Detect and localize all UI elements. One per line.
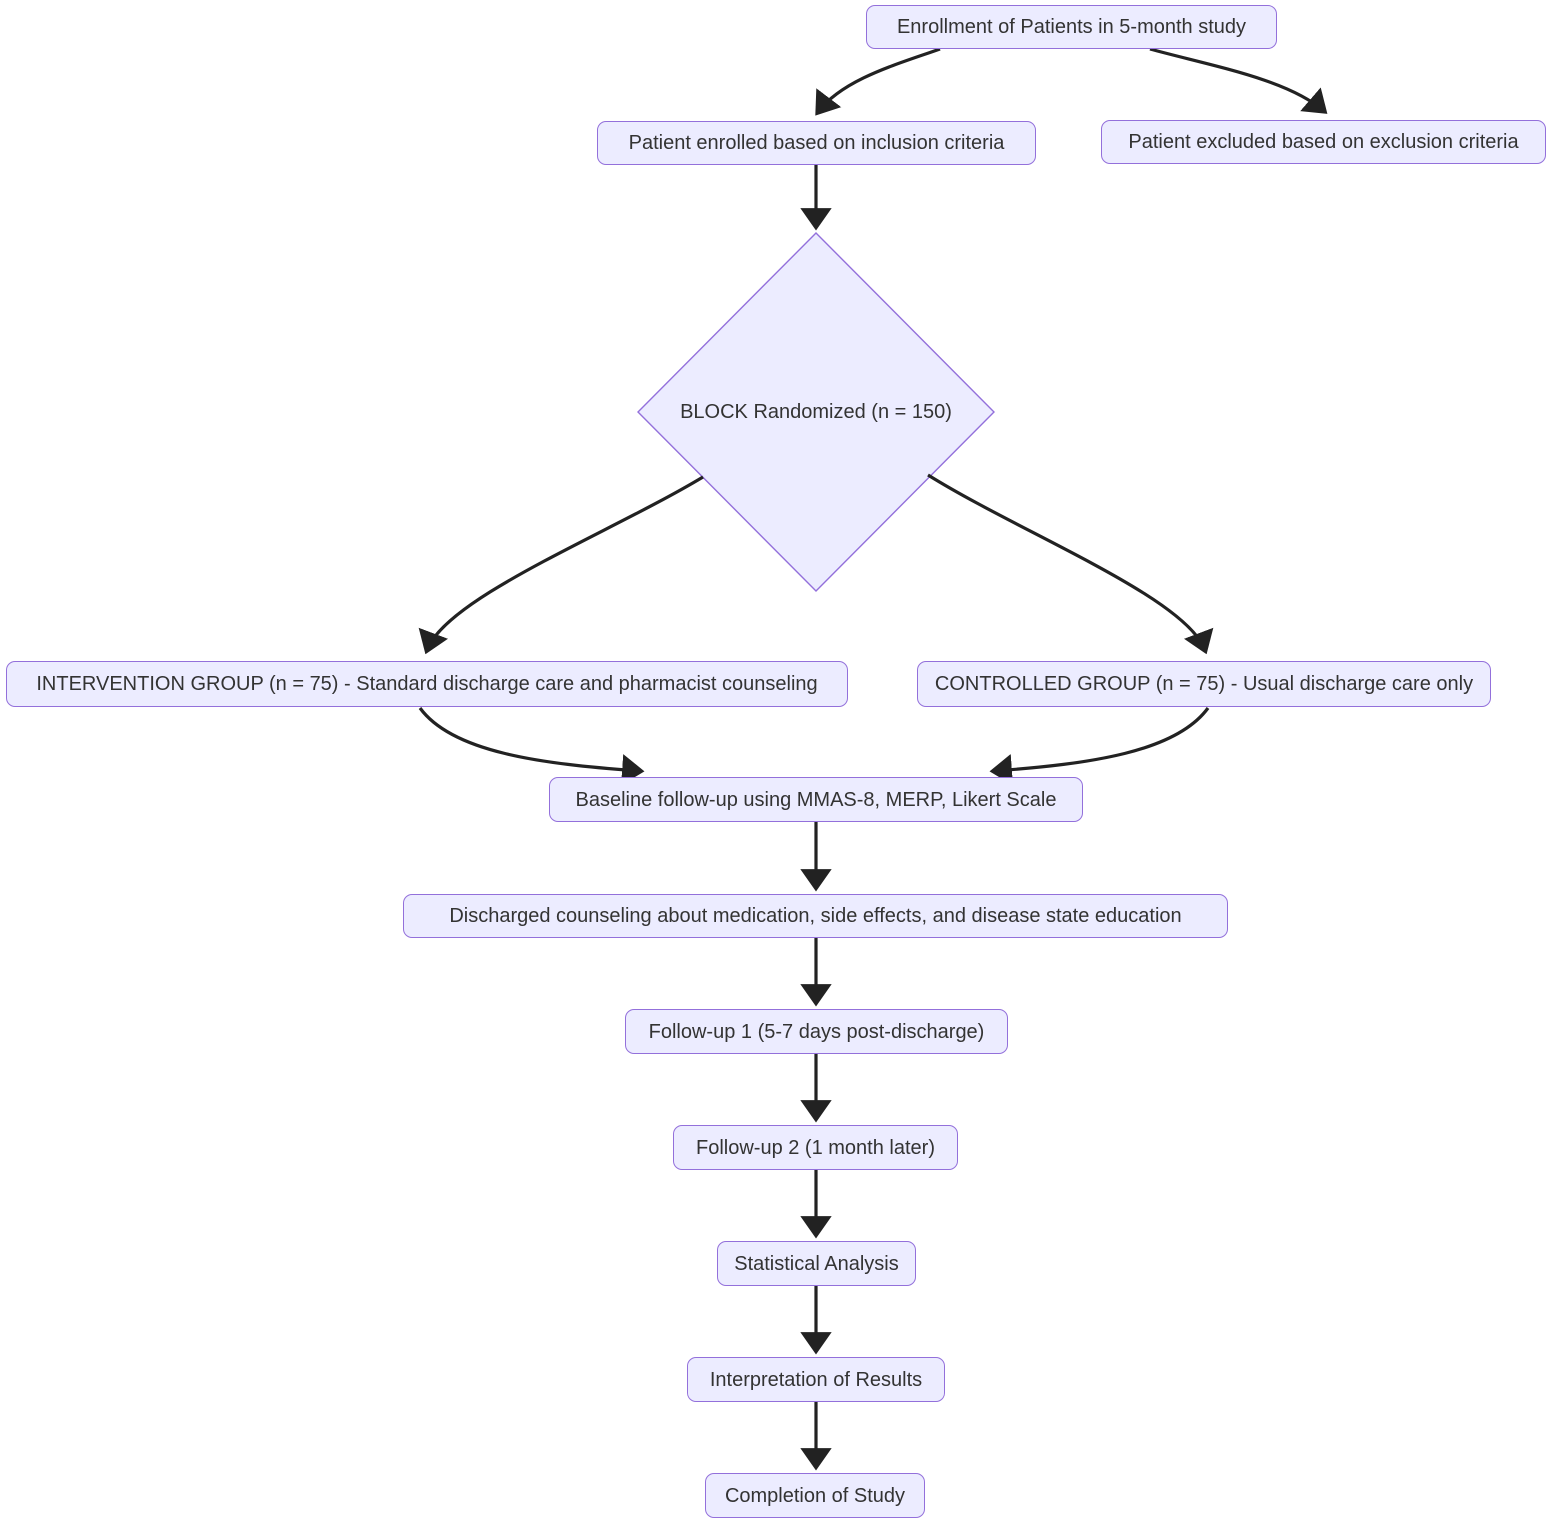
node-followup-1: Follow-up 1 (5-7 days post-discharge)	[625, 1009, 1008, 1054]
node-intervention-group: INTERVENTION GROUP (n = 75) - Standard d…	[6, 661, 848, 707]
edge-enrollment-to-excluded	[1149, 47, 1328, 114]
node-block-randomized: BLOCK Randomized (n = 150)	[680, 400, 952, 423]
node-excluded-exclusion: Patient excluded based on exclusion crit…	[1101, 120, 1546, 164]
diamond-shape	[637, 232, 995, 592]
node-completion-study: Completion of Study	[705, 1473, 925, 1518]
node-enrollment: Enrollment of Patients in 5-month study	[866, 5, 1277, 49]
node-discharge-counseling: Discharged counseling about medication, …	[403, 894, 1228, 938]
edge-enrollment-to-enrolled	[815, 47, 941, 116]
node-baseline-followup: Baseline follow-up using MMAS-8, MERP, L…	[549, 777, 1083, 822]
node-interpretation-results: Interpretation of Results	[687, 1357, 945, 1402]
node-enrolled-inclusion: Patient enrolled based on inclusion crit…	[597, 121, 1036, 165]
edge-intervention-to-baseline	[418, 707, 645, 786]
node-controlled-group: CONTROLLED GROUP (n = 75) - Usual discha…	[917, 661, 1491, 707]
node-followup-2: Follow-up 2 (1 month later)	[673, 1125, 958, 1170]
edge-controlled-to-baseline	[989, 707, 1210, 786]
node-statistical-analysis: Statistical Analysis	[717, 1241, 916, 1286]
edge-randomized-to-intervention	[418, 475, 704, 655]
edge-randomized-to-controlled	[927, 473, 1214, 655]
